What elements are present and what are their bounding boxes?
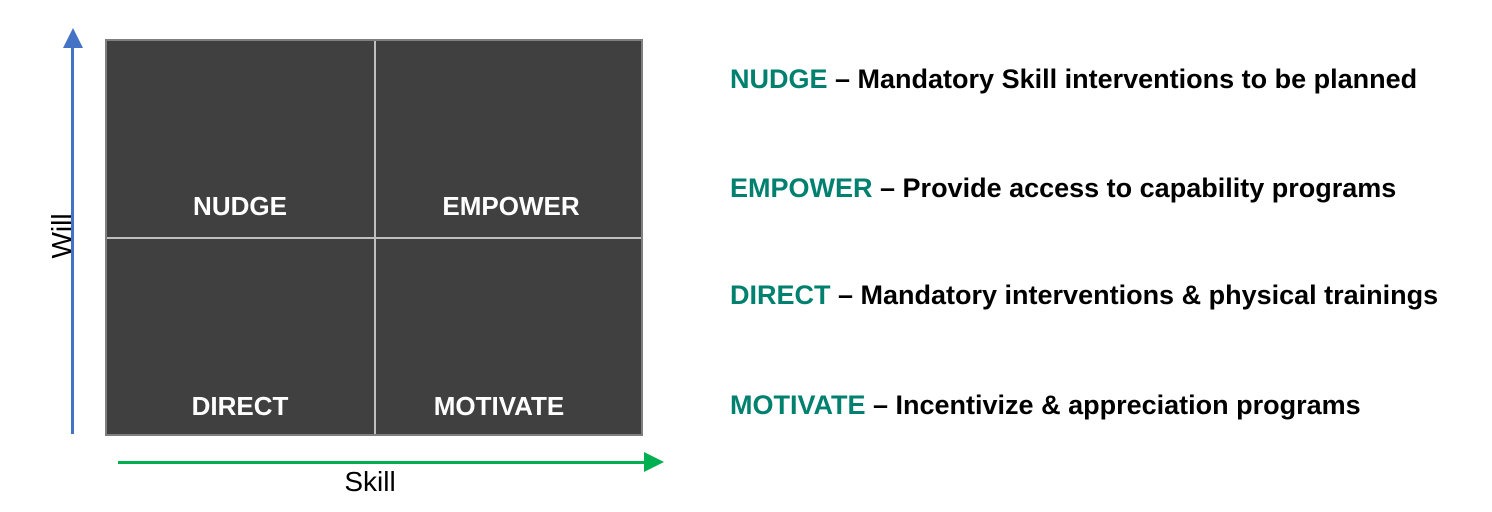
legend-separator: – <box>830 280 861 310</box>
legend-description: Mandatory interventions & physical train… <box>860 280 1439 310</box>
quadrant-direct: DIRECT <box>191 391 289 421</box>
skill-axis-arrowhead <box>644 452 664 472</box>
legend-item-empower: EMPOWER – Provide access to capability p… <box>730 173 1396 204</box>
will-axis-arrowhead <box>63 28 83 48</box>
skill-axis-line <box>118 461 648 464</box>
legend-key: NUDGE <box>730 64 828 94</box>
matrix-horizontal-divider <box>107 237 641 239</box>
skill-axis-label: Skill <box>344 466 396 497</box>
quadrant-motivate: MOTIVATE <box>433 391 565 421</box>
legend-item-motivate: MOTIVATE – Incentivize & appreciation pr… <box>730 390 1361 421</box>
legend-description: Provide access to capability programs <box>902 173 1397 203</box>
will-axis-line <box>71 42 74 434</box>
will-axis-label: Will <box>46 213 77 259</box>
legend-key: MOTIVATE <box>730 390 866 420</box>
legend-separator: – <box>865 390 896 420</box>
legend-item-nudge: NUDGE – Mandatory Skill interventions to… <box>730 64 1417 95</box>
legend-key: DIRECT <box>730 280 831 310</box>
skill-will-matrix: NUDGE EMPOWER DIRECT MOTIVATE <box>105 39 643 436</box>
legend-separator: – <box>872 173 903 203</box>
legend-description: Incentivize & appreciation programs <box>895 390 1361 420</box>
quadrant-nudge: NUDGE <box>193 191 287 221</box>
legend-description: Mandatory Skill interventions to be plan… <box>857 64 1418 94</box>
quadrant-empower: EMPOWER <box>442 191 580 221</box>
legend-item-direct: DIRECT – Mandatory interventions & physi… <box>730 280 1438 311</box>
legend-separator: – <box>827 64 858 94</box>
legend-key: EMPOWER <box>730 173 873 203</box>
